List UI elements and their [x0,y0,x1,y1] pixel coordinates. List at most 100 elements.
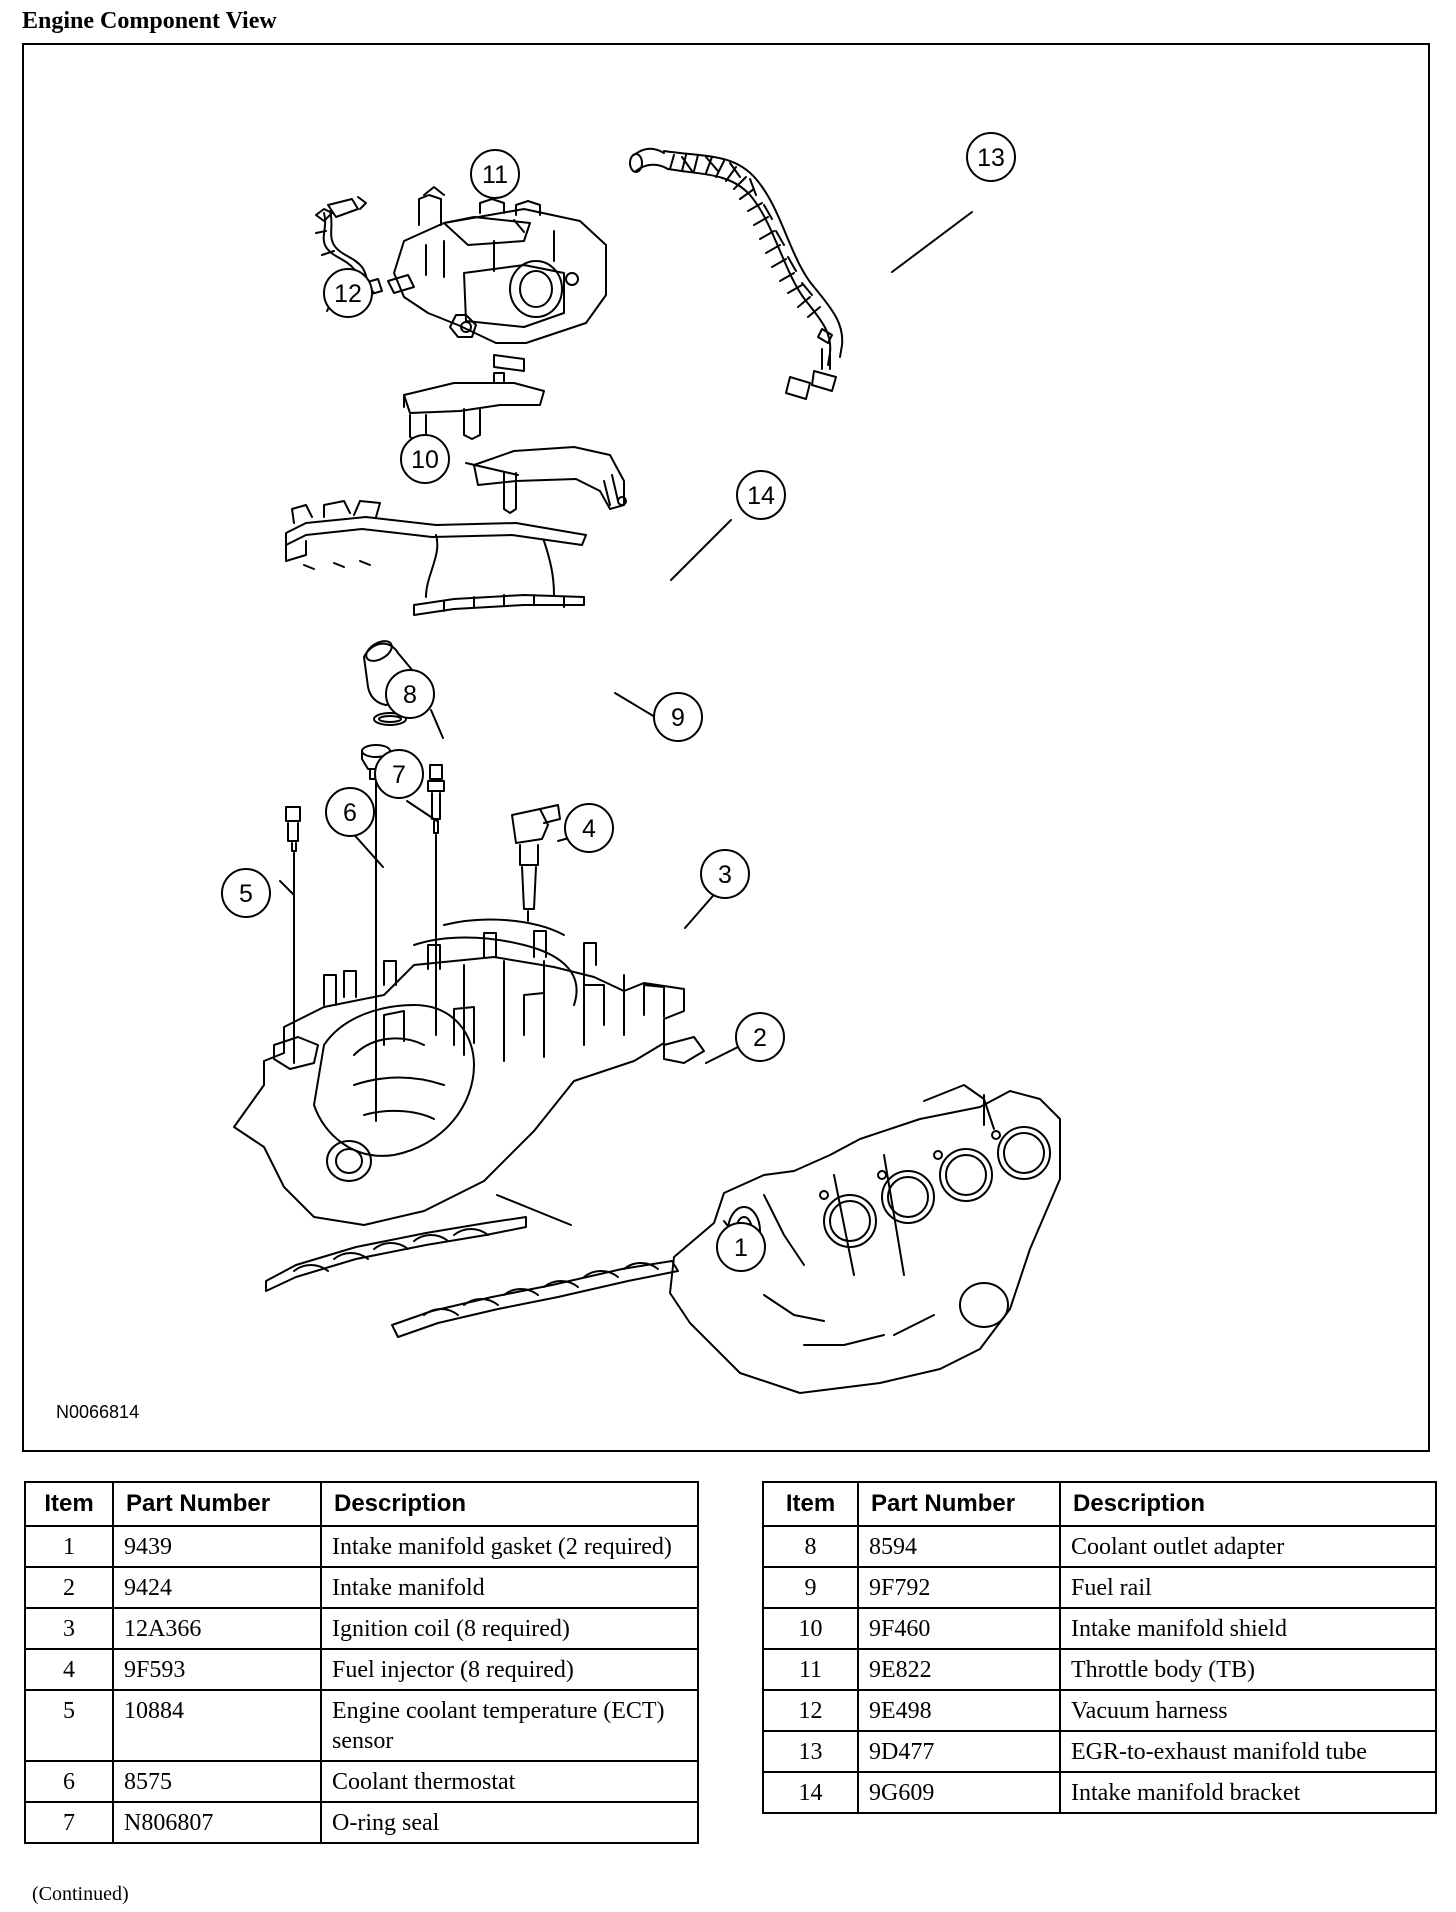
item-cell: 2 [24,1566,114,1609]
intake-manifold-drawing [233,918,705,1226]
svg-text:11: 11 [482,161,508,189]
callout-7: 7 [374,749,424,799]
item-cell: 4 [24,1648,114,1691]
part-number-cell: 10884 [112,1689,322,1762]
svg-text:9: 9 [671,704,685,732]
col-part-number-header: Part Number [857,1481,1061,1527]
callout-10: 10 [400,434,450,484]
table-header-row: Item Part Number Description [762,1481,1437,1527]
item-cell: 12 [762,1689,859,1732]
callout-3: 3 [700,849,750,899]
egr-tube-drawing [629,147,844,400]
col-item-header: Item [24,1481,114,1527]
description-cell: Fuel rail [1059,1566,1437,1609]
col-item-header: Item [762,1481,859,1527]
description-cell: Coolant thermostat [320,1760,699,1803]
callout-9: 9 [653,692,703,742]
item-cell: 7 [24,1801,114,1844]
svg-text:3: 3 [718,861,732,889]
callout-2: 2 [735,1012,785,1062]
description-cell: Ignition coil (8 required) [320,1607,699,1650]
description-cell: Intake manifold gasket (2 required) [320,1525,699,1568]
callout-13: 13 [966,132,1016,182]
part-number-cell: 9424 [112,1566,322,1609]
part-number-cell: 9D477 [857,1730,1061,1773]
callout-8: 8 [385,669,435,719]
description-cell: Engine coolant temperature (ECT) sensor [320,1689,699,1762]
item-cell: 1 [24,1525,114,1568]
description-cell: Fuel injector (8 required) [320,1648,699,1691]
o-ring-drawing [373,712,407,726]
description-cell: O-ring seal [320,1801,699,1844]
exploded-diagram: 1 2 3 4 5 6 7 8 9 10 11 12 13 14 N006681… [22,43,1430,1452]
svg-text:5: 5 [239,880,253,908]
description-cell: Intake manifold [320,1566,699,1609]
callout-6: 6 [325,787,375,837]
col-description-header: Description [320,1481,699,1527]
item-cell: 11 [762,1648,859,1691]
description-cell: Vacuum harness [1059,1689,1437,1732]
callout-14: 14 [736,470,786,520]
part-number-cell: 8575 [112,1760,322,1803]
item-cell: 5 [24,1689,114,1762]
part-number-cell: N806807 [112,1801,322,1844]
svg-text:4: 4 [582,815,596,843]
svg-text:1: 1 [734,1234,748,1262]
svg-text:14: 14 [747,482,775,510]
callout-12: 12 [323,268,373,318]
item-cell: 10 [762,1607,859,1650]
callout-5: 5 [221,868,271,918]
item-cell: 8 [762,1525,859,1568]
callout-4: 4 [564,803,614,853]
description-cell: EGR-to-exhaust manifold tube [1059,1730,1437,1773]
svg-text:12: 12 [334,280,362,308]
description-cell: Coolant outlet adapter [1059,1525,1437,1568]
col-part-number-header: Part Number [112,1481,322,1527]
item-cell: 14 [762,1771,859,1814]
part-number-cell: 9F792 [857,1566,1061,1609]
leader-lines [279,211,973,1226]
part-number-cell: 8594 [857,1525,1061,1568]
svg-text:2: 2 [753,1024,767,1052]
svg-text:10: 10 [411,446,439,474]
part-number-cell: 9G609 [857,1771,1061,1814]
col-description-header: Description [1059,1481,1437,1527]
svg-text:7: 7 [392,761,406,789]
table-header-row: Item Part Number Description [24,1481,699,1527]
svg-text:13: 13 [977,144,1005,172]
throttle-body-drawing [387,186,607,372]
part-number-cell: 9F593 [112,1648,322,1691]
description-cell: Intake manifold shield [1059,1607,1437,1650]
svg-text:6: 6 [343,799,357,827]
part-number-cell: 9F460 [857,1607,1061,1650]
ect-sensor-drawing [285,806,301,1064]
part-number-cell: 12A366 [112,1607,322,1650]
intake-manifold-shield-drawing [403,372,545,442]
callouts: 1 2 3 4 5 6 7 8 9 10 11 12 13 14 [221,132,1016,1272]
fuel-rail-drawing [285,500,587,616]
callout-1: 1 [716,1222,766,1272]
item-cell: 6 [24,1760,114,1803]
item-cell: 3 [24,1607,114,1650]
item-cell: 9 [762,1566,859,1609]
part-number-cell: 9E822 [857,1648,1061,1691]
ignition-coil-drawing [511,804,561,922]
figure-id: N0066814 [56,1402,140,1422]
continued-note: (Continued) [32,1883,129,1905]
fuel-injector-drawing [427,764,445,1036]
svg-text:8: 8 [403,681,417,709]
item-cell: 13 [762,1730,859,1773]
